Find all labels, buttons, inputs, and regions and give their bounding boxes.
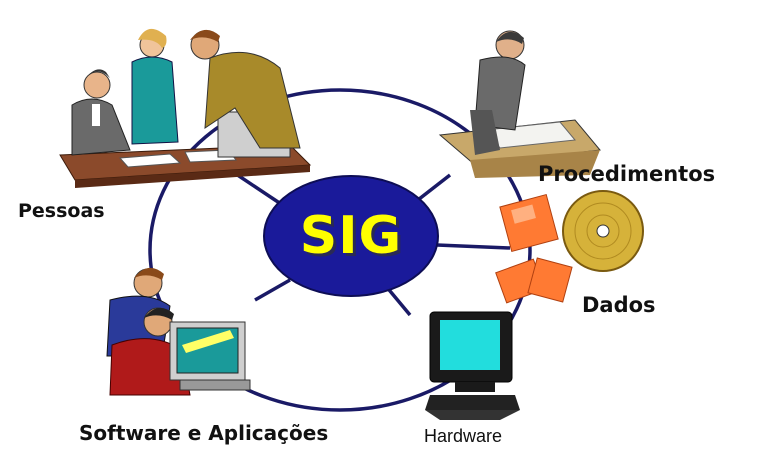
- people-meeting-icon: [59, 28, 312, 188]
- dados-label: Dados: [582, 293, 656, 317]
- cd-disc-icon: [562, 190, 644, 272]
- connection-ring: [148, 88, 532, 412]
- sig-center-label: SIG: [299, 206, 403, 266]
- person-drafting-icon: [438, 30, 601, 178]
- procedimentos-label: Procedimentos: [538, 162, 716, 186]
- pessoas-label: Pessoas: [18, 200, 105, 222]
- sig-center: [263, 175, 439, 297]
- software-label: Software e Aplicações: [79, 421, 329, 445]
- hardware-label: Hardware: [424, 426, 503, 446]
- computer-users-icon: [106, 267, 251, 396]
- floppy-disk-icon: [495, 193, 573, 304]
- computer-monitor-icon: [425, 311, 520, 420]
